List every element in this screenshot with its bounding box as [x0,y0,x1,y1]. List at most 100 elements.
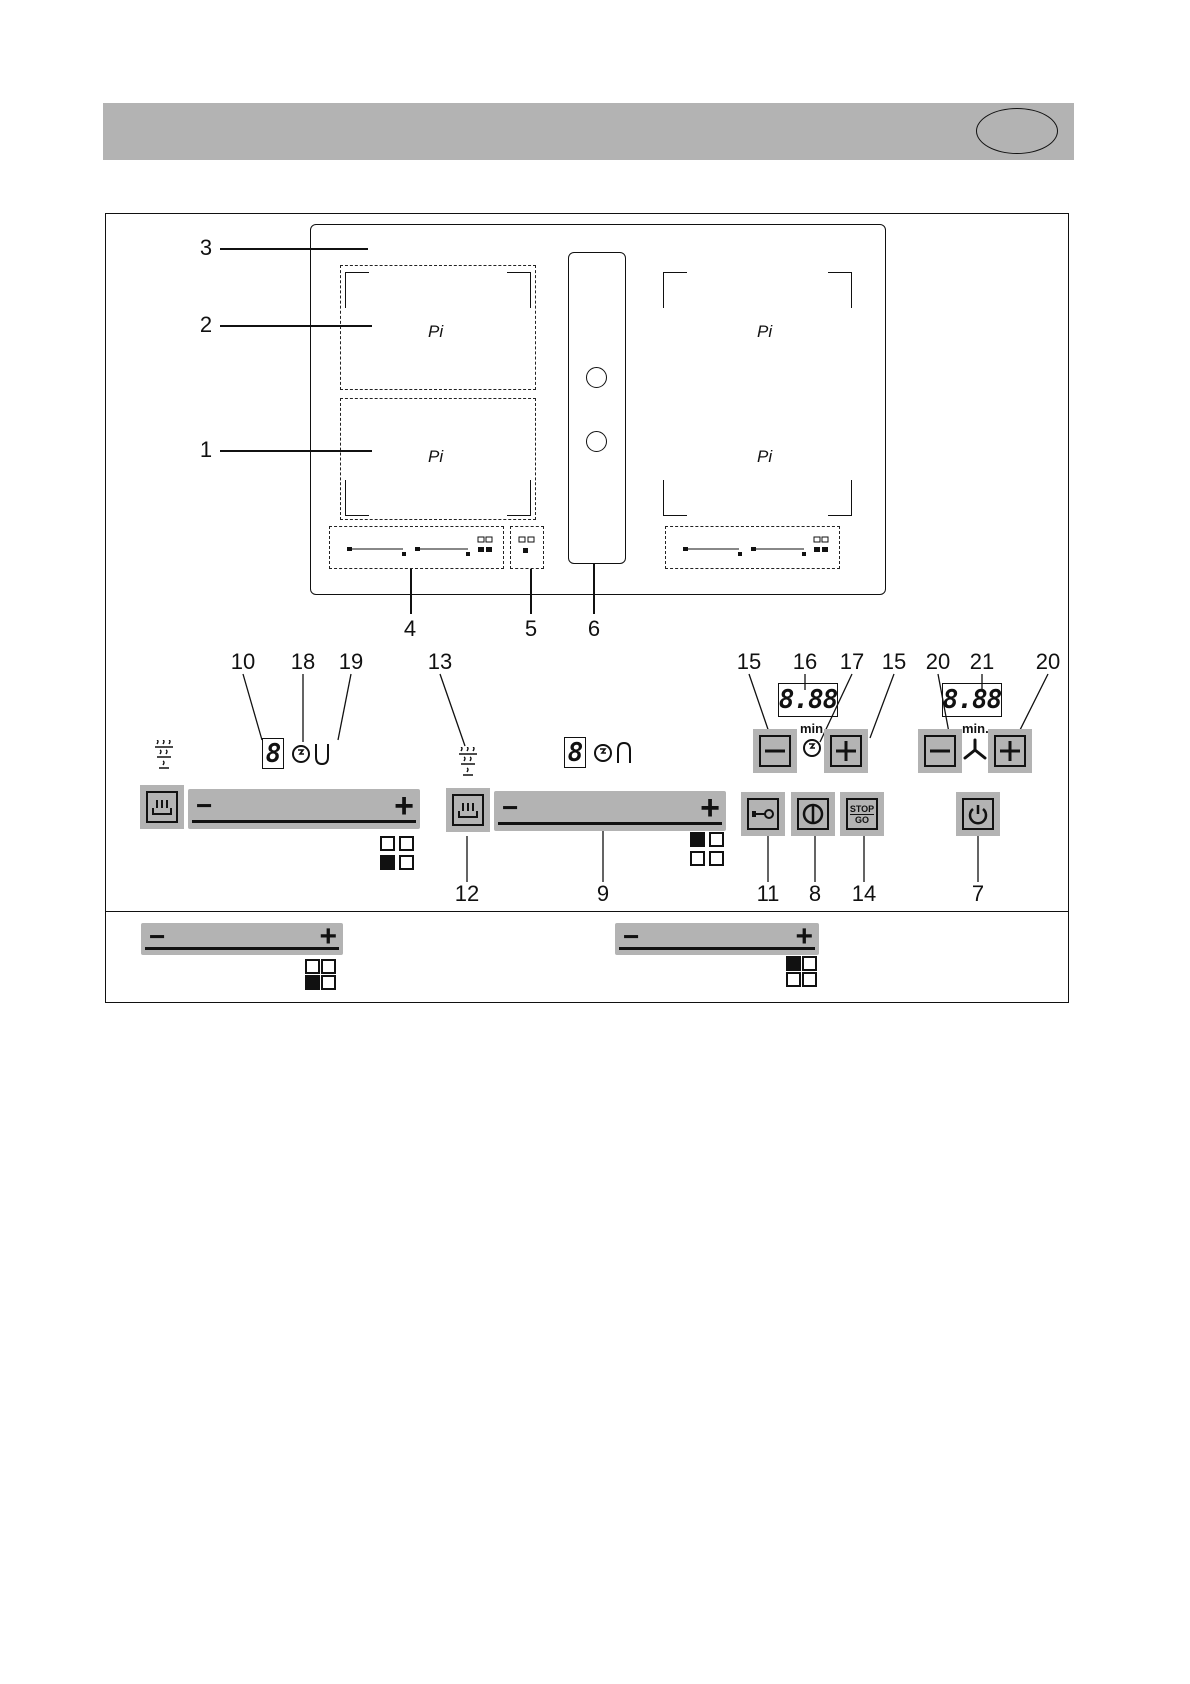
timer-clock-icon [803,739,821,757]
zone-corner [663,272,687,308]
slider-plus[interactable]: + [795,920,813,953]
slider-plus[interactable]: + [394,787,414,825]
slider-track [619,947,815,950]
pan-detect-n-icon [617,741,631,763]
diagram-frame [105,213,1069,1003]
callout-16: 16 [792,649,818,674]
callout-12: 12 [454,881,480,906]
leader-line [530,569,532,614]
callout-15: 15 [881,649,907,674]
heat-warm-icon [459,747,477,776]
slider-plus[interactable]: + [700,789,720,827]
slider-minus[interactable]: − [623,921,640,952]
mini-control-panel-left [329,526,504,569]
zone-pi-label: Pi [428,322,444,341]
callout-11: 11 [756,881,780,906]
power-slider-center[interactable]: − + [494,791,726,831]
vent-indicator-circle [586,431,607,452]
zone-1-dashed [340,398,536,520]
callout-15: 15 [736,649,762,674]
timer-clock-icon [594,744,612,762]
power-icon [962,798,994,830]
callout-4: 4 [403,616,417,641]
power-slider-bottom-left[interactable]: − + [141,920,343,955]
slider-track [145,947,339,950]
leader-line [220,248,368,250]
zone-pi-label: Pi [428,447,444,466]
stop-label: STOP [849,803,875,815]
callout-17: 17 [839,649,865,674]
plus-icon [830,735,862,767]
power-button[interactable] [956,792,1000,836]
zone-pi-label: Pi [757,447,773,466]
heat-warm-icon [155,740,173,769]
callout-3: 3 [199,235,213,260]
callout-20: 20 [925,649,951,674]
stop-go-button[interactable]: STOP GO [840,792,884,836]
heat-warm-icon [452,794,484,826]
callout-1: 1 [199,437,213,462]
zone-corner [345,272,369,308]
leader-line [593,563,595,614]
zone-power-display: 8 [262,738,284,769]
key-lock-button[interactable] [741,792,785,836]
frame-divider [105,911,1069,912]
zone-selector-icon [305,959,339,993]
callout-21: 21 [969,649,995,674]
minus-icon [924,735,956,767]
callout-7: 7 [971,881,985,906]
timer-clock-icon [292,745,310,763]
slider-plus[interactable]: + [319,920,337,953]
zone-corner [663,480,687,516]
warm-button-center[interactable] [446,788,490,832]
fan-plus-button[interactable] [988,729,1032,773]
callout-5: 5 [524,616,538,641]
pan-detect-u-icon [315,744,329,766]
minus-icon [759,735,791,767]
heat-warm-icon [146,791,178,823]
power-slider-bottom-right[interactable]: − + [615,920,819,955]
zone-selector-icon [690,832,724,866]
timer-display: 8.88 [778,683,838,717]
leader-line [410,569,412,614]
slider-minus[interactable]: − [502,792,519,823]
fan-icon [963,738,987,760]
hob-extractor-vent [568,252,626,564]
go-label: GO [854,814,869,825]
vent-indicator-circle [586,367,607,388]
on-off-icon [797,798,829,830]
callout-6: 6 [587,616,601,641]
mini-control-panel-center [510,526,544,569]
zone-corner [828,272,852,308]
key-lock-icon [747,798,779,830]
callout-19: 19 [338,649,364,674]
callout-8: 8 [808,881,822,906]
callout-2: 2 [199,312,213,337]
zone-selector-icon [380,836,414,870]
slider-track [192,820,416,823]
on-off-button[interactable] [791,792,835,836]
power-slider-left[interactable]: − + [188,789,420,829]
callout-20: 20 [1035,649,1061,674]
slider-minus[interactable]: − [149,921,166,952]
zone-corner [507,272,531,308]
zone-selector-icon [786,956,820,990]
header-bar [103,103,1074,160]
zone-2-dashed [340,265,536,390]
callout-9: 9 [596,881,610,906]
fan-minus-button[interactable] [918,729,962,773]
warm-button-left[interactable] [140,785,184,829]
plus-icon [994,735,1026,767]
slider-minus[interactable]: − [196,790,213,821]
callout-13: 13 [427,649,453,674]
callout-10: 10 [230,649,256,674]
timer-minus-button[interactable] [753,729,797,773]
timer-min-label: min. [800,721,827,736]
zone-pi-label: Pi [757,322,773,341]
zone-power-display: 8 [564,737,586,768]
language-oval [976,108,1058,154]
zone-corner [507,480,531,516]
zone-corner [345,480,369,516]
leader-line [220,325,372,327]
timer-plus-button[interactable] [824,729,868,773]
